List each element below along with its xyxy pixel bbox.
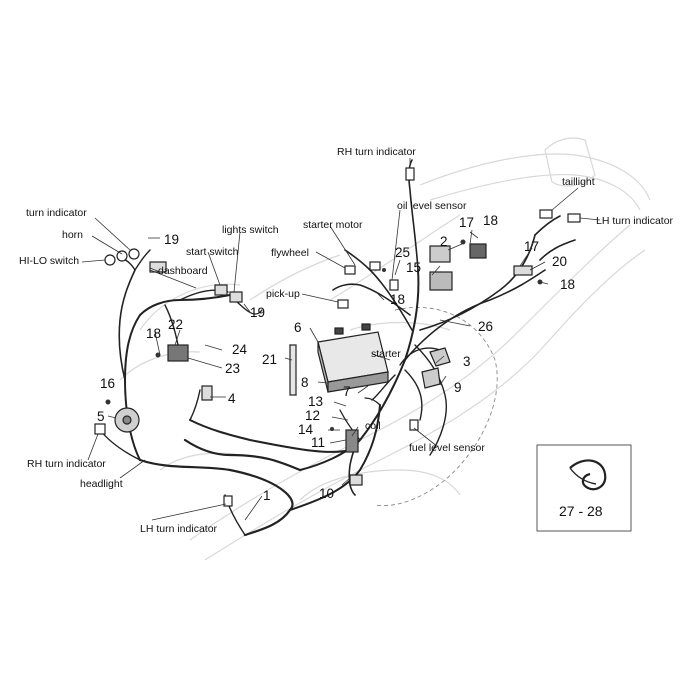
label-oil-level-sensor: oil level sensor (397, 200, 467, 212)
oil-sensor-connector (389, 279, 399, 291)
part-numbers: 1 2 3 4 5 6 7 8 9 10 11 12 13 14 15 16 1… (97, 213, 575, 503)
label-hi-lo-switch: HI-LO switch (19, 255, 79, 267)
inset-label: 27 - 28 (559, 503, 603, 519)
cable-tie-tail (569, 467, 597, 485)
connector-20 (513, 265, 533, 276)
screw-16 (105, 399, 111, 405)
part-number-7: 7 (343, 384, 351, 399)
part-number-6: 6 (294, 320, 302, 335)
part-number-9: 9 (454, 380, 462, 395)
part-number-21: 21 (262, 352, 277, 367)
label-horn: horn (62, 229, 83, 241)
label-lh-turn-indicator-bottom: LH turn indicator (140, 523, 218, 535)
connector-9 (421, 367, 441, 389)
label-fuel-level-sensor: fuel level sensor (409, 442, 485, 454)
coil-unit (345, 429, 359, 453)
fuse-box (429, 245, 451, 263)
part-number-22: 22 (168, 317, 183, 332)
tube-21 (289, 344, 297, 396)
scooter-frame-outline (119, 137, 651, 561)
part-number-2: 2 (440, 234, 448, 249)
part-number-18-right: 18 (560, 277, 575, 292)
part-number-4: 4 (228, 391, 236, 406)
part-number-10: 10 (319, 486, 334, 501)
connector-3-9 (429, 347, 451, 367)
label-lh-turn-indicator-right: LH turn indicator (596, 215, 674, 227)
lh-turn-plug-right (567, 213, 581, 223)
taillight-plug (539, 209, 553, 219)
label-lights-switch: lights switch (222, 224, 279, 236)
label-flywheel: flywheel (271, 247, 309, 259)
screws (105, 239, 543, 431)
part-number-13: 13 (308, 394, 323, 409)
part-number-17-right: 17 (524, 239, 539, 254)
dashboard-connector (149, 261, 167, 273)
flywheel-connector (344, 265, 356, 275)
label-coil: coil (365, 420, 381, 432)
screw-25 (382, 268, 386, 272)
switch-block-22 (167, 344, 189, 362)
part-number-25: 25 (395, 245, 410, 260)
part-number-18-top: 18 (483, 213, 498, 228)
label-start-switch: start switch (186, 246, 239, 258)
leader-lines (81, 158, 601, 521)
label-pick-up: pick-up (266, 288, 300, 300)
part-number-15: 15 (406, 260, 421, 275)
part-number-26: 26 (478, 319, 493, 334)
part-number-14: 14 (298, 422, 314, 437)
inset-box (536, 444, 632, 532)
part-number-20: 20 (552, 254, 567, 269)
connector-4 (201, 385, 213, 401)
screw-18-left (155, 352, 161, 358)
fuel-tank-outline (374, 307, 498, 507)
part-number-18-left: 18 (146, 326, 161, 341)
battery (317, 323, 389, 393)
screw-17-top (460, 239, 466, 245)
component-labels: RH turn indicator taillight LH turn indi… (19, 146, 674, 535)
part-number-24: 24 (232, 342, 248, 357)
start-switch-connector (214, 284, 228, 296)
regulator (469, 243, 487, 259)
fuel-level-connector (409, 419, 419, 431)
screw-14 (330, 427, 334, 431)
part-number-3: 3 (463, 354, 471, 369)
hi-lo-switch-plug-2 (116, 250, 128, 262)
starter-motor-connector (369, 261, 381, 271)
part-number-16: 16 (100, 376, 115, 391)
label-dashboard: dashboard (158, 265, 208, 277)
relay-15 (429, 271, 453, 291)
part-number-18-center: 18 (390, 292, 405, 307)
inset-27-28: 27 - 28 (536, 444, 632, 532)
lh-turn-plug-bottom (223, 495, 233, 507)
label-starter: starter (371, 348, 401, 360)
label-turn-indicator: turn indicator (26, 207, 87, 219)
components (94, 167, 581, 507)
rh-turn-plug-top (405, 167, 415, 181)
connector-10 (349, 474, 363, 486)
horn-center (122, 415, 132, 425)
label-headlight: headlight (80, 478, 123, 490)
hi-lo-switch-plug-3 (128, 248, 140, 260)
label-starter-motor: starter motor (303, 219, 363, 231)
label-rh-turn-indicator-top: RH turn indicator (337, 146, 416, 158)
screw-18-right (537, 279, 543, 285)
part-number-8: 8 (301, 375, 309, 390)
part-number-5: 5 (97, 409, 105, 424)
hi-lo-switch-plug-1 (104, 254, 116, 266)
part-number-1: 1 (263, 488, 271, 503)
part-number-12: 12 (305, 408, 320, 423)
label-rh-turn-indicator-left: RH turn indicator (27, 458, 106, 470)
part-number-19-top: 19 (164, 232, 179, 247)
part-number-19-mid: 19 (250, 305, 265, 320)
part-number-11: 11 (311, 435, 325, 450)
rh-turn-plug-left (94, 423, 106, 435)
pick-up-connector (337, 299, 349, 309)
label-taillight: taillight (562, 176, 595, 188)
lights-switch-connector (229, 291, 243, 303)
part-number-23: 23 (225, 361, 240, 376)
part-number-17-top: 17 (459, 215, 474, 230)
